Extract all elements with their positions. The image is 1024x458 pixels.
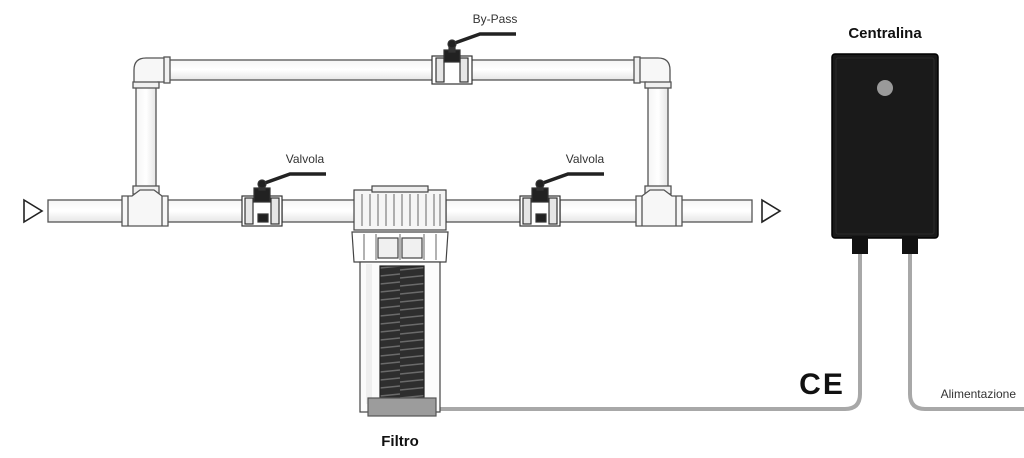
filter-label: Filtro [381,433,419,450]
power-supply-label: Alimentazione [941,387,1017,401]
valve-left[interactable] [241,172,326,227]
bypass-valve[interactable] [431,32,516,85]
valve-right-label: Valvola [566,152,605,166]
indicator-light-icon [877,80,893,96]
filter-housing [351,185,449,417]
flow-in-arrow-icon [23,198,44,224]
valve-left-label: Valvola [286,152,325,166]
ce-mark: CE [799,368,845,401]
valve-right[interactable] [519,172,604,227]
main-pipe-line [47,189,753,227]
cable-power-supply [908,252,1024,411]
controller-label: Centralina [848,25,922,42]
flow-out-arrow-icon [761,198,782,224]
bypass-label: By-Pass [473,12,518,26]
cable-filter-to-controller [438,252,862,411]
controller-unit [831,53,939,254]
